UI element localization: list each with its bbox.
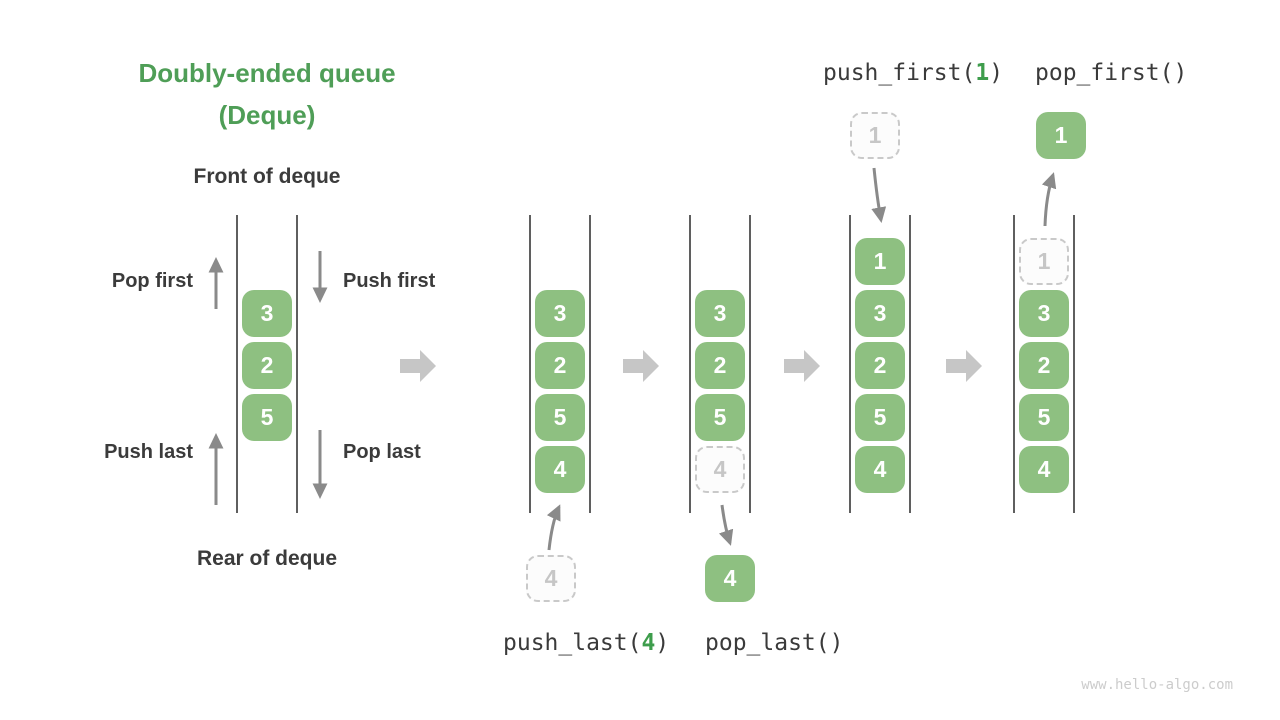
push-last-label: Push last xyxy=(104,441,193,463)
step-arrow-icon xyxy=(946,350,982,382)
queue-cell-removed: 1 xyxy=(1019,238,1069,285)
rear-of-deque-label: Rear of deque xyxy=(196,547,338,570)
step-arrow-icon xyxy=(400,350,436,382)
queue-channel-step4: 1 3 2 5 4 xyxy=(1013,215,1075,513)
figure-title-line2: (Deque) xyxy=(218,100,316,130)
watermark: www.hello-algo.com xyxy=(1081,677,1233,693)
push-first-op-label: push_first(1) xyxy=(823,60,1003,86)
front-of-deque-label: Front of deque xyxy=(193,165,341,188)
queue-channel-step3: 1 3 2 5 4 xyxy=(849,215,911,513)
incoming-value-cell: 4 xyxy=(526,555,576,602)
queue-channel-step1: 3 2 5 4 xyxy=(529,215,591,513)
op-text: push_last( xyxy=(503,630,642,656)
outgoing-value-cell: 1 xyxy=(1036,112,1086,159)
queue-cell: 2 xyxy=(242,342,292,389)
outgoing-value-cell: 4 xyxy=(705,555,755,602)
queue-cell: 1 xyxy=(855,238,905,285)
push-first-insert-arrow-icon xyxy=(871,167,887,223)
op-arg: 4 xyxy=(641,630,656,656)
demo-queue-channel: 3 2 5 xyxy=(236,215,298,513)
queue-cell: 5 xyxy=(855,394,905,441)
queue-channel-step2: 3 2 5 4 xyxy=(689,215,751,513)
queue-cell: 2 xyxy=(1019,342,1069,389)
queue-cell: 5 xyxy=(535,394,585,441)
incoming-value-cell: 1 xyxy=(850,112,900,159)
queue-cell: 4 xyxy=(1019,446,1069,493)
push-last-insert-arrow-icon xyxy=(546,504,561,551)
pop-first-op-label: pop_first() xyxy=(1035,60,1188,86)
queue-cell: 3 xyxy=(1019,290,1069,337)
queue-cell: 5 xyxy=(242,394,292,441)
pop-first-label: Pop first xyxy=(111,270,193,292)
queue-cell: 2 xyxy=(535,342,585,389)
queue-cell-removed: 4 xyxy=(695,446,745,493)
queue-cell: 5 xyxy=(1019,394,1069,441)
queue-cell: 3 xyxy=(535,290,585,337)
queue-cell: 4 xyxy=(855,446,905,493)
pop-last-label: Pop last xyxy=(343,441,421,463)
queue-cell: 3 xyxy=(242,290,292,337)
queue-cell: 2 xyxy=(855,342,905,389)
queue-cell: 3 xyxy=(855,290,905,337)
queue-cell: 3 xyxy=(695,290,745,337)
op-text: ) xyxy=(655,630,670,656)
figure-title-line1: Doubly-ended queue xyxy=(138,58,396,88)
op-text: ) xyxy=(989,60,1004,86)
queue-cell: 2 xyxy=(695,342,745,389)
push-last-op-label: push_last(4) xyxy=(503,630,669,656)
op-text: push_first( xyxy=(823,60,976,86)
op-arg: 1 xyxy=(975,60,990,86)
push-first-label: Push first xyxy=(343,270,436,292)
queue-cell: 4 xyxy=(535,446,585,493)
step-arrow-icon xyxy=(784,350,820,382)
step-arrow-icon xyxy=(623,350,659,382)
pop-last-op-label: pop_last() xyxy=(705,630,844,656)
queue-cell: 5 xyxy=(695,394,745,441)
